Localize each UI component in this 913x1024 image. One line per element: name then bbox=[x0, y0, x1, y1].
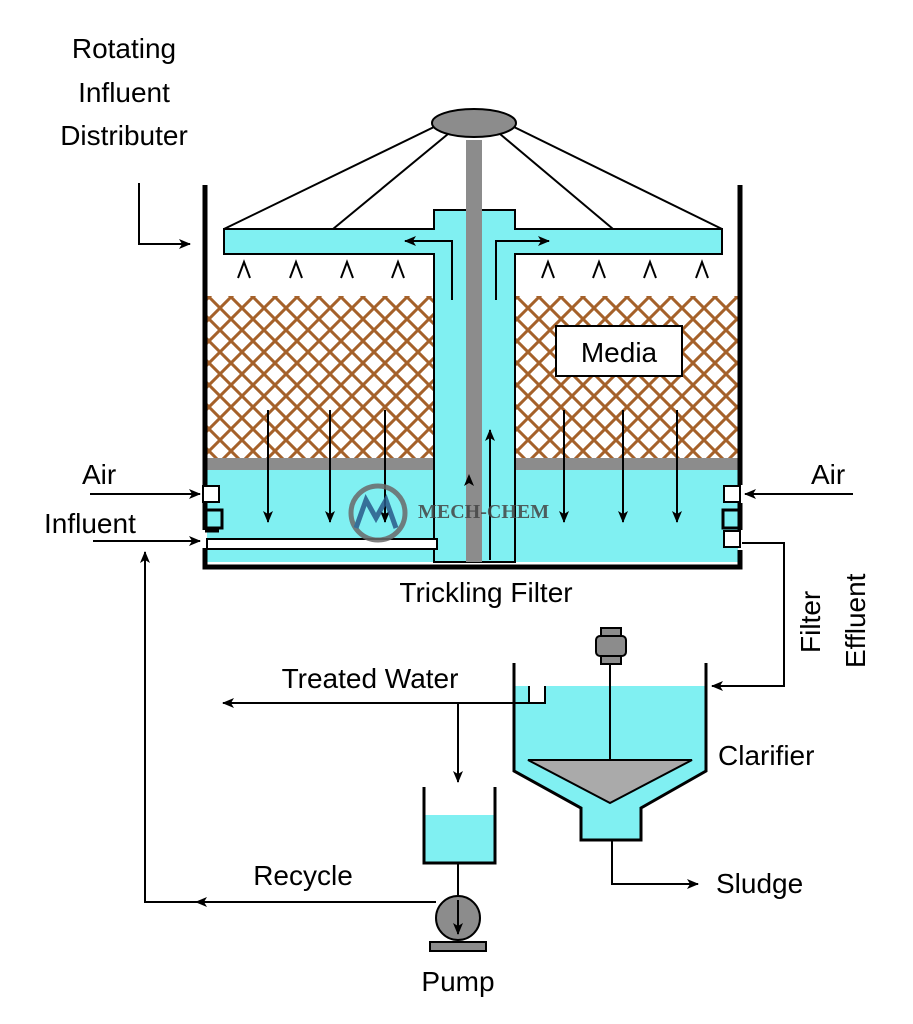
filter-effluent-label-line1: Filter bbox=[795, 591, 826, 653]
distributor-label-line3: Distributer bbox=[60, 120, 188, 151]
trickling-filter-tank bbox=[202, 108, 743, 570]
treated-water-label: Treated Water bbox=[282, 663, 459, 694]
distributor-arrow bbox=[138, 183, 191, 249]
rotating-hub bbox=[431, 108, 517, 138]
pump-label: Pump bbox=[421, 966, 494, 997]
sludge-arrow bbox=[611, 840, 699, 889]
mixer-motor-icon bbox=[595, 627, 627, 665]
clarifier bbox=[512, 627, 708, 842]
air-vents bbox=[202, 485, 741, 548]
column-flow-arrows bbox=[404, 236, 550, 560]
watermark-logo: MECH-CHEM bbox=[348, 483, 549, 543]
clarifier-weir bbox=[528, 686, 546, 704]
influent-label: Influent bbox=[44, 508, 136, 539]
media-label-box: Media bbox=[555, 325, 683, 377]
recycle-line bbox=[140, 551, 436, 903]
air-left-label: Air bbox=[82, 459, 116, 490]
media-bed-left bbox=[207, 296, 434, 458]
underdrain-support-right bbox=[515, 458, 738, 470]
distributor-label-line1: Rotating bbox=[72, 33, 176, 64]
clarifier-label: Clarifier bbox=[718, 740, 814, 771]
influent-pipe bbox=[206, 538, 438, 550]
sludge-cone bbox=[527, 759, 693, 805]
media-label: Media bbox=[581, 337, 658, 368]
pump-tank bbox=[422, 787, 497, 865]
watermark-text: MECH-CHEM bbox=[418, 501, 549, 523]
filter-effluent-pipe bbox=[711, 542, 785, 691]
recycle-label: Recycle bbox=[253, 860, 353, 891]
spray-nozzles bbox=[237, 259, 709, 279]
underdrain-support-left bbox=[207, 458, 434, 470]
sludge-label: Sludge bbox=[716, 868, 803, 899]
support-cables bbox=[223, 126, 723, 230]
air-right-label: Air bbox=[811, 459, 845, 490]
trickling-filter-label: Trickling Filter bbox=[399, 577, 572, 608]
distributor-label-line2: Influent bbox=[78, 77, 170, 108]
pump-icon bbox=[429, 895, 487, 952]
tank-walls bbox=[202, 185, 743, 570]
filter-effluent-label-line2: Effluent bbox=[840, 573, 871, 668]
